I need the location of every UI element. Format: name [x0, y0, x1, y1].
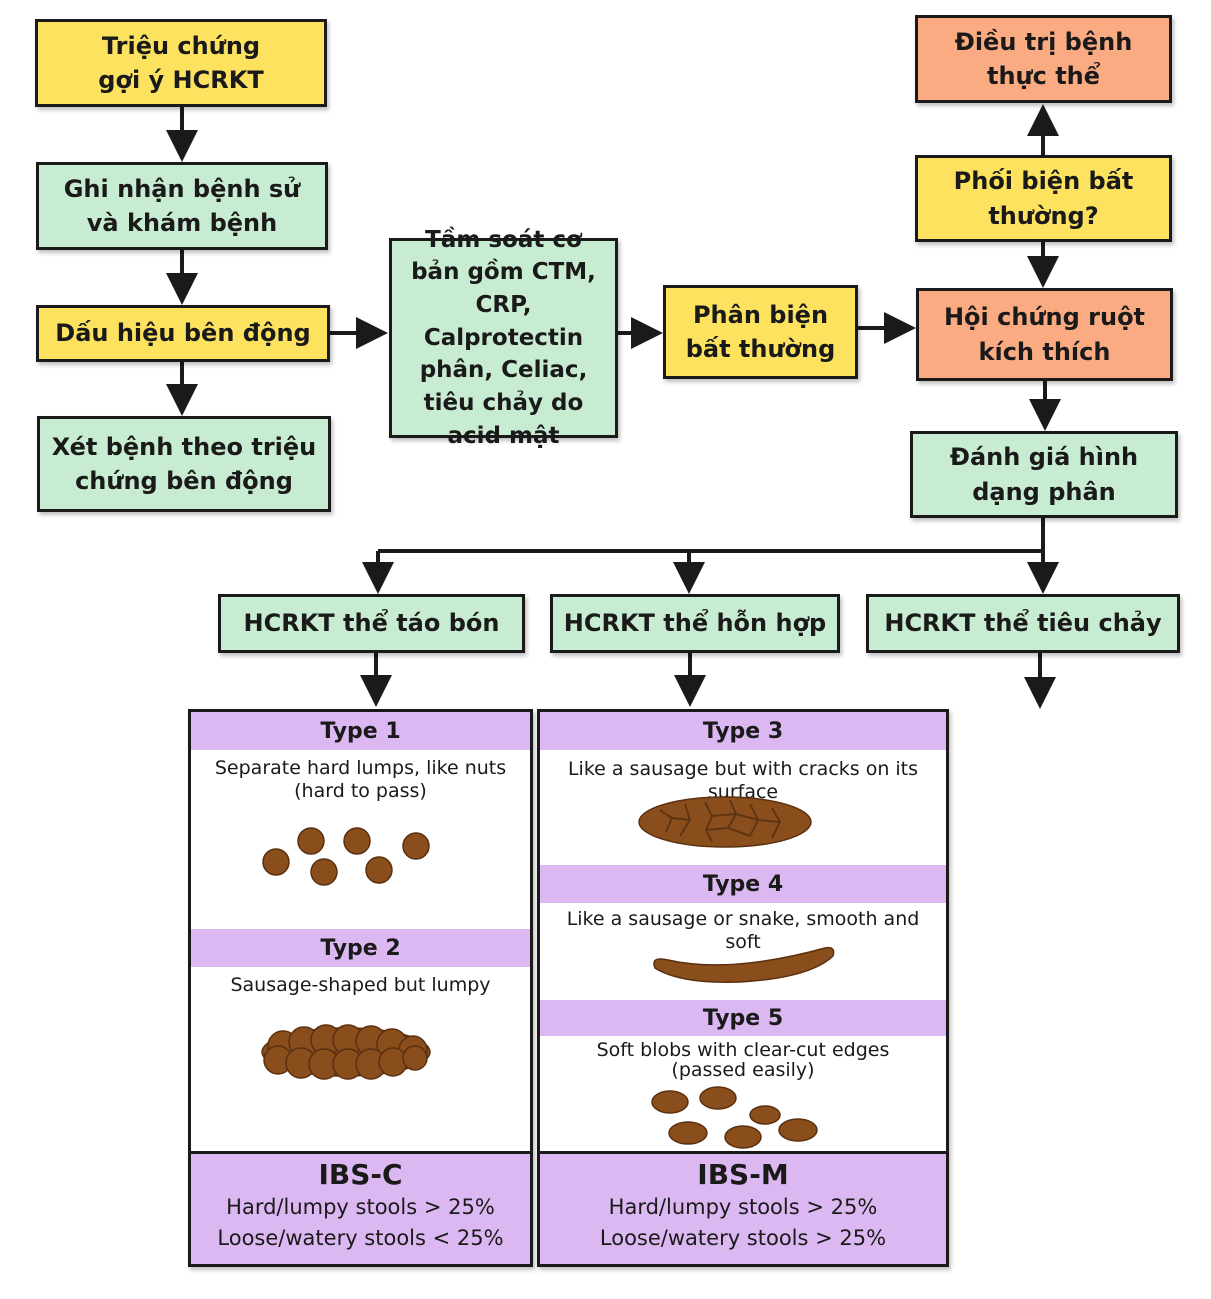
type5-description: Soft blobs with clear-cut edges (passed … [596, 1039, 890, 1081]
type4-title: Type 4 [702, 871, 784, 897]
box-stool-form-label: Đánh giá hình dạng phân [949, 443, 1139, 506]
type1-title: Type 1 [320, 718, 401, 744]
box-ibs-d-label: HCRKT thể tiêu chảy [884, 609, 1162, 638]
type5-title: Type 5 [702, 1005, 784, 1031]
type1-lump [297, 827, 325, 855]
type4-header: Type 4 [540, 865, 946, 903]
type1-description: Separate hard lumps, like nuts (hard to … [214, 757, 507, 803]
box-screening-label: Tầm soát cơ bản gồm CTM, CRP, Calprotect… [411, 226, 596, 449]
type3-title: Type 3 [702, 718, 784, 744]
type1-header: Type 1 [191, 712, 530, 750]
ibs-m-line-loose: Loose/watery stools > 25% [599, 1226, 887, 1251]
panel-ibs-c: Type 1 Separate hard lumps, like nuts (h… [188, 709, 533, 1267]
ibs-c-title: IBS-C [318, 1158, 403, 1191]
type1-stool-image [262, 827, 430, 886]
box-warning-signs-label: Dấu hiệu bên động [55, 319, 311, 348]
type5-blob [699, 1086, 737, 1110]
box-ibs-d: HCRKT thể tiêu chảy [866, 594, 1180, 653]
box-ibs-label: Hội chứng ruột kích thích [943, 303, 1146, 366]
box-evaluate: Xét bệnh theo triệu chứng bên động [37, 416, 331, 512]
type5-blob [724, 1125, 762, 1149]
type3-description: Like a sausage but with cracks on its su… [567, 758, 919, 804]
type5-blob [749, 1105, 781, 1125]
box-symptoms: Triệu chứng gợi ý HCRKT [35, 19, 327, 107]
box-ibs-c-label: HCRKT thể táo bón [243, 609, 500, 638]
ibs-m-footer: IBS-M Hard/lumpy stools > 25% Loose/wate… [540, 1151, 946, 1264]
type2-title: Type 2 [320, 935, 401, 961]
ibs-c-line-loose: Loose/watery stools < 25% [217, 1226, 504, 1251]
box-abnormal-question: Phối biện bất thường? [915, 155, 1172, 242]
type3-header: Type 3 [540, 712, 946, 750]
type3-stool-image [638, 796, 812, 848]
type2-header: Type 2 [191, 929, 530, 967]
type5-blob [778, 1118, 818, 1142]
box-stool-form: Đánh giá hình dạng phân [910, 431, 1178, 518]
type1-lump [310, 858, 338, 886]
box-abnormal-question-label: Phối biện bất thường? [953, 167, 1134, 230]
type2-description: Sausage-shaped but lumpy [230, 974, 491, 996]
type5-stool-image [651, 1086, 818, 1149]
box-treatment: Điều trị bệnh thực thể [915, 15, 1172, 103]
ibs-m-title: IBS-M [697, 1158, 789, 1191]
box-warning-signs: Dấu hiệu bên động [36, 305, 330, 362]
ibs-m-line-hard: Hard/lumpy stools > 25% [608, 1194, 878, 1219]
box-ibs-m: HCRKT thể hỗn hợp [550, 594, 840, 653]
box-treatment-label: Điều trị bệnh thực thể [954, 27, 1133, 90]
branch-line [378, 518, 1045, 553]
box-ibs: Hội chứng ruột kích thích [916, 288, 1173, 381]
type1-lump [343, 827, 371, 855]
box-evaluate-label: Xét bệnh theo triệu chứng bên động [51, 432, 317, 495]
type2-stool-image [261, 1024, 431, 1080]
box-ibs-c: HCRKT thể táo bón [218, 594, 525, 653]
box-abnormal-findings-label: Phân biện bất thường [685, 300, 836, 363]
box-history-label: Ghi nhận bệnh sử và khám bệnh [63, 174, 301, 237]
box-symptoms-label: Triệu chứng gợi ý HCRKT [98, 31, 264, 94]
box-history: Ghi nhận bệnh sử và khám bệnh [36, 162, 328, 250]
box-ibs-m-label: HCRKT thể hỗn hợp [563, 609, 827, 638]
type5-header: Type 5 [540, 1000, 946, 1036]
type1-lump [365, 856, 393, 884]
type5-blob [668, 1121, 708, 1145]
type5-blob [651, 1090, 689, 1114]
box-screening: Tầm soát cơ bản gồm CTM, CRP, Calprotect… [389, 227, 618, 449]
type4-description: Like a sausage or snake, smooth and soft [566, 908, 920, 954]
type1-lump [262, 848, 290, 876]
type1-lump [402, 832, 430, 860]
type4-stool-image [653, 946, 835, 983]
ibs-c-line-hard: Hard/lumpy stools > 25% [226, 1194, 495, 1219]
panel-ibs-m: Type 3 Like a sausage but with cracks on… [537, 709, 949, 1267]
box-abnormal-findings: Phân biện bất thường [663, 285, 858, 379]
ibs-c-footer: IBS-C Hard/lumpy stools > 25% Loose/wate… [191, 1151, 530, 1264]
